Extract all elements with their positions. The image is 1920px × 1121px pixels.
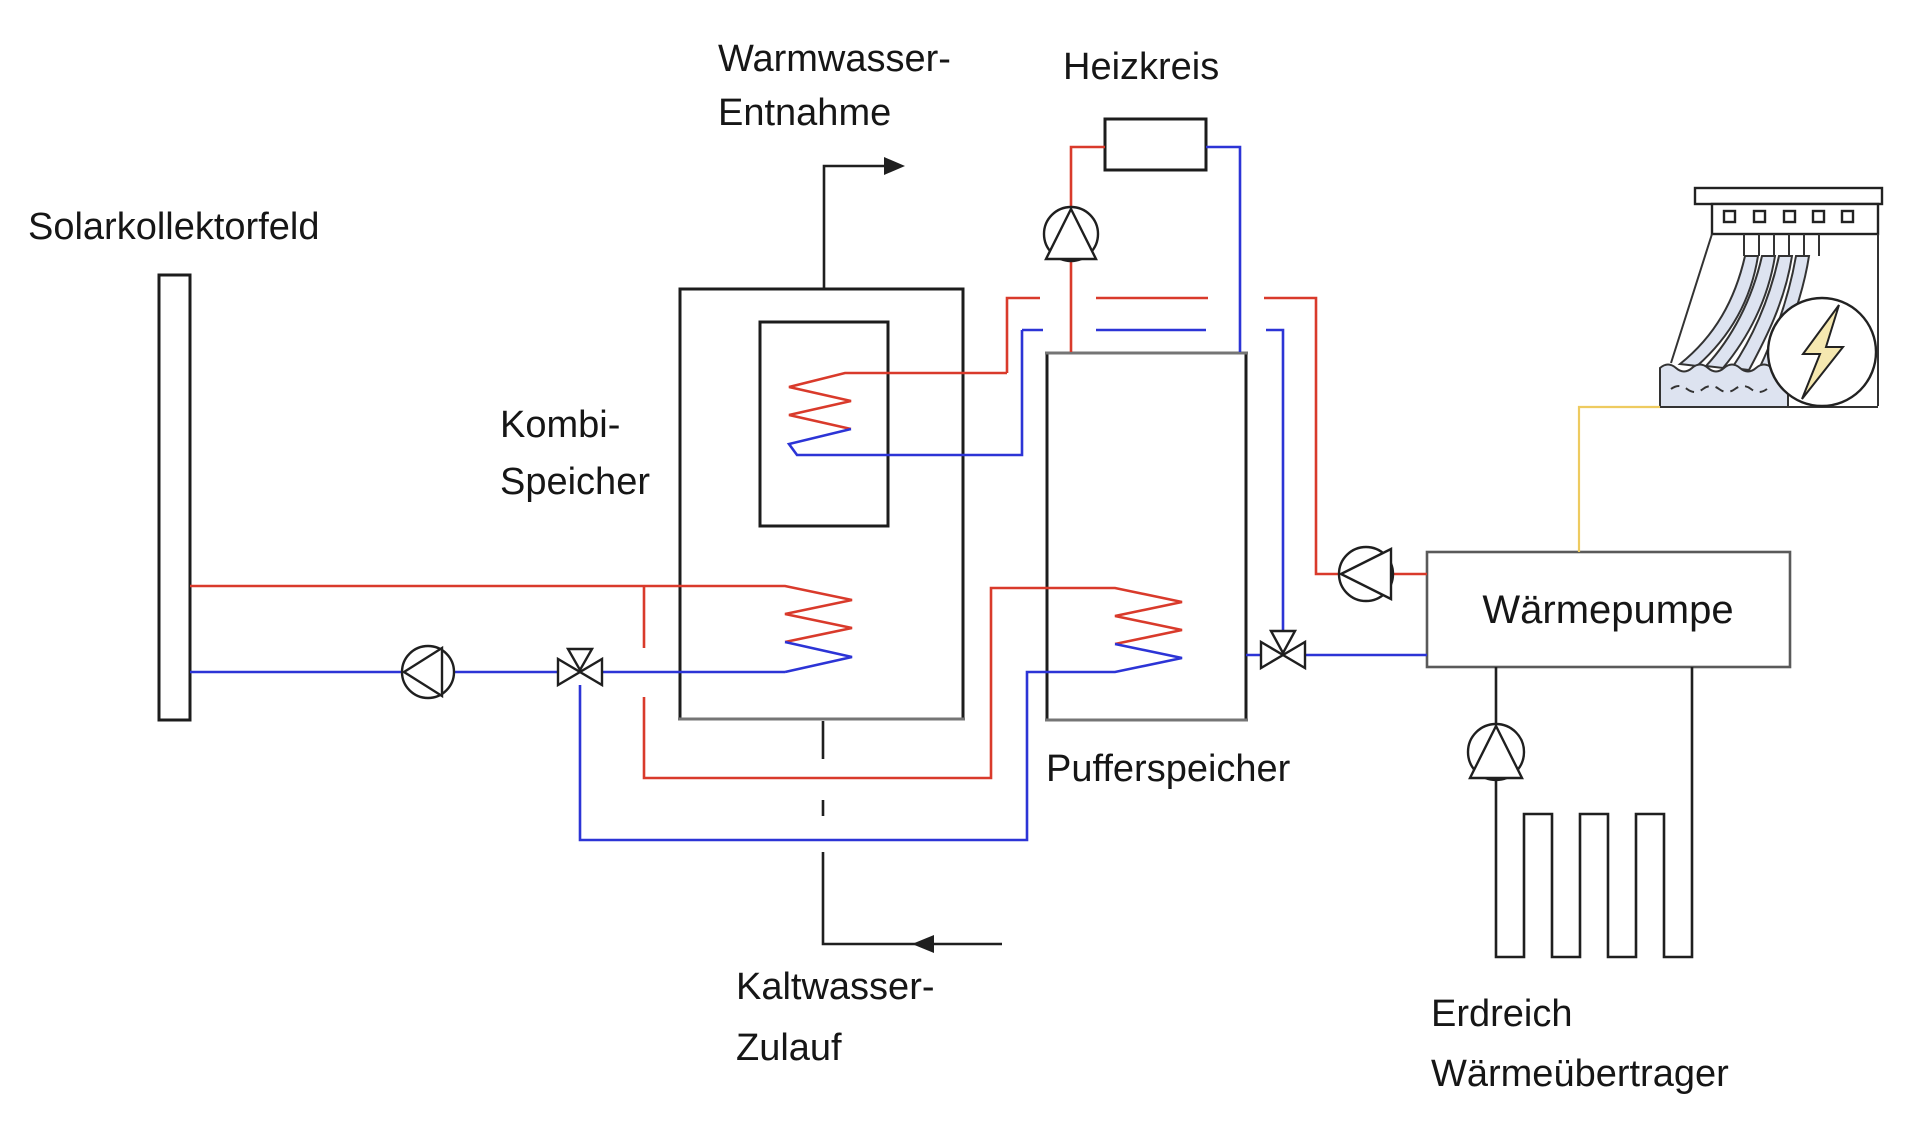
dhw-coil-return-pipe (786, 330, 1024, 457)
pump-icon-solar (400, 644, 456, 700)
arrow-left-icon (912, 935, 934, 953)
hot-water-outlet-pipe (822, 164, 886, 289)
radiator-box (1103, 117, 1208, 172)
label-cold-water-line2: Zulauf (736, 1027, 842, 1069)
dam-gates (1743, 234, 1820, 256)
label-buffer-storage: Pufferspeicher (1046, 748, 1291, 790)
buffer-coil-return-pipe (578, 642, 1183, 842)
heating-circuit-return-pipe (1206, 145, 1242, 352)
label-combi-storage-line1: Kombi- (500, 404, 620, 446)
label-ground-hx-line2: Wärmeübertrager (1431, 1053, 1729, 1095)
pump-icon-heat-pump-supply (1337, 545, 1395, 603)
label-hot-water-line1: Warmwasser- (718, 38, 951, 80)
label-cold-water-line1: Kaltwasser- (736, 966, 935, 1008)
heat-pump-box (1425, 550, 1792, 669)
three-way-valve-icon-solar (556, 647, 604, 688)
solar-to-buffer-pipe (642, 586, 1183, 780)
dam-windows (1722, 209, 1855, 224)
solar-return-pipe (190, 640, 853, 674)
pump-icon-ground-loop (1466, 722, 1526, 782)
electric-line (1577, 405, 1660, 552)
heating-circuit-supply-pipe (1069, 145, 1105, 352)
cold-pipes (190, 145, 1427, 842)
arrow-right-icon (884, 157, 905, 175)
solar-collector-panel (157, 273, 192, 722)
label-heating-circuit: Heizkreis (1063, 46, 1219, 88)
label-heat-pump: Wärmepumpe (1482, 588, 1733, 632)
solar-supply-pipe (190, 584, 853, 644)
cold-water-inlet-pipe (821, 721, 1002, 946)
label-solar-collector-field: Solarkollektorfeld (28, 206, 319, 248)
lightning-bolt-icon (1801, 304, 1846, 400)
heat-pump-supply-manifold (1005, 296, 1427, 576)
dam-crest (1693, 186, 1884, 206)
pump-icon-heating-circuit (1042, 205, 1100, 263)
label-ground-hx-line1: Erdreich (1431, 993, 1573, 1035)
combi-storage-tank (678, 287, 965, 721)
buffer-storage-tank (1045, 351, 1248, 722)
heat-pump-return-manifold (1022, 328, 1285, 631)
label-combi-storage-line2: Speicher (500, 461, 650, 503)
water-pipes (821, 164, 1694, 959)
dhw-coil-supply-pipe (788, 371, 1007, 431)
label-hot-water-line2: Entnahme (718, 92, 891, 134)
ground-loop-pipe (1494, 667, 1694, 959)
hydro-plant-icon (1659, 186, 1884, 408)
three-way-valve-icon-heat-pump (1259, 629, 1307, 671)
water-wave-line (1670, 385, 1768, 393)
hot-pipes (190, 145, 1427, 780)
